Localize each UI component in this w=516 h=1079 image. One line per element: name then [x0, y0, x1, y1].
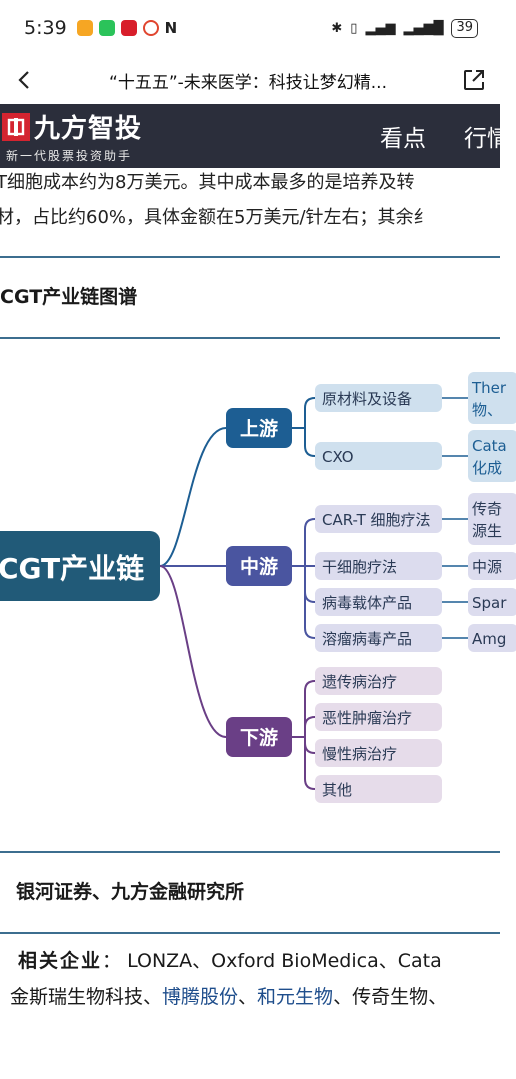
leaf-label: Amg [472, 630, 506, 648]
back-button[interactable] [0, 56, 48, 104]
share-icon [464, 70, 484, 90]
nfc-icon: N [164, 19, 178, 37]
child-node [315, 442, 442, 470]
branch-node-midstream [226, 546, 292, 586]
child-node [315, 552, 442, 580]
source-note: 银河证券、九方金融研究所 [16, 881, 245, 903]
child-label: 遗传病治疗 [322, 673, 397, 691]
article-text-line: 材，占比约60%，具体金额在5万美元/针左右；其余纟 [0, 207, 432, 228]
cgt-industry-chain-diagram: CGT产业链 上游 中游 下游 原材料及设备 CXO CAR-T 细胞疗法 干细… [0, 372, 516, 803]
leaf-label: 源生 [472, 522, 502, 540]
share-button[interactable] [448, 56, 500, 104]
figure-title: CGT产业链图谱 [0, 286, 138, 308]
signal-icon: ▂▄▆█ [403, 20, 444, 36]
connector [442, 397, 468, 639]
leaf-node [468, 372, 516, 424]
weibo-icon [76, 20, 93, 36]
branch-label: 下游 [240, 726, 278, 749]
branch-label: 中游 [240, 555, 278, 578]
netease-icon [120, 20, 137, 36]
logo-mark-icon [2, 112, 30, 141]
back-arrow-icon [18, 71, 29, 89]
child-label: 干细胞疗法 [322, 558, 397, 576]
tab-kandian[interactable]: 看点 [380, 126, 426, 152]
child-label: CXO [322, 448, 354, 466]
connector [292, 680, 316, 790]
wechat-icon [98, 20, 115, 36]
child-node [315, 667, 442, 695]
leaf-node [468, 430, 516, 482]
stock-link-boteng[interactable]: 博腾股份 [162, 986, 239, 1008]
child-node [315, 588, 442, 616]
related-text: 、 [238, 986, 258, 1008]
related-text: 、传奇生物、 [333, 986, 448, 1008]
root-node [0, 531, 160, 601]
child-node [315, 505, 442, 533]
status-time: 5:39 [24, 17, 67, 39]
child-label: 慢性病治疗 [322, 745, 397, 763]
nav-bar: “十五五”-未来医学：科技让梦幻精... [0, 56, 500, 104]
connector [159, 565, 227, 738]
child-node [315, 739, 442, 767]
leaf-label: 化成 [472, 459, 502, 477]
leaf-node [468, 624, 516, 652]
page-title: “十五五”-未来医学：科技让梦幻精... [109, 72, 387, 93]
related-companies: 相关企业： LONZA、Oxford BioMedica、Cata [18, 946, 442, 973]
related-label: 相关企业 [18, 950, 103, 972]
divider [0, 932, 500, 934]
leaf-node [468, 552, 516, 580]
brand-banner: 九方智投 新一代股票投资助手 看点 行情 [0, 104, 510, 168]
child-label: 溶瘤病毒产品 [322, 630, 412, 648]
related-text: LONZA、Oxford BioMedica、Cata [127, 950, 442, 972]
divider [0, 337, 500, 339]
leaf-label: 传奇 [472, 500, 502, 518]
child-node [315, 775, 442, 803]
status-bar: 5:39 N ✱ ▯ ▂▄▆ ▂▄▆█ 39 [0, 0, 500, 56]
bluetooth-icon: ✱ [331, 20, 343, 36]
connector [292, 518, 316, 639]
leaf-node [468, 493, 516, 545]
brand-slogan: 新一代股票投资助手 [6, 149, 133, 163]
branch-node-upstream [226, 408, 292, 448]
search-app-icon [142, 20, 159, 36]
child-label: 其他 [322, 781, 352, 799]
related-text: 金斯瑞生物科技、 [10, 986, 163, 1008]
leaf-node [468, 588, 516, 616]
related-separator: ： [102, 950, 122, 972]
child-label: 原材料及设备 [322, 390, 412, 408]
article-text-line: T细胞成本约为8万美元。其中成本最多的是培养及转 [0, 172, 415, 193]
leaf-label: Cata [472, 437, 507, 455]
connector [292, 397, 316, 457]
signal-icon: ▂▄▆ [365, 20, 396, 36]
child-node [315, 703, 442, 731]
child-node [315, 384, 442, 412]
related-companies-line2: 金斯瑞生物科技、博腾股份、和元生物、传奇生物、 [10, 982, 447, 1009]
leaf-label: 中源 [472, 558, 502, 576]
brand-logo[interactable]: 九方智投 新一代股票投资助手 [2, 108, 142, 164]
child-label: 病毒载体产品 [322, 594, 412, 612]
divider [0, 256, 500, 258]
branch-label: 上游 [240, 417, 278, 440]
child-label: CAR-T 细胞疗法 [322, 511, 431, 529]
child-node [315, 624, 442, 652]
brand-name: 九方智投 [34, 114, 143, 144]
connector [159, 427, 227, 567]
stock-link-heyuan[interactable]: 和元生物 [257, 986, 334, 1008]
tab-hangqing[interactable]: 行情 [464, 126, 510, 152]
divider [0, 851, 500, 853]
leaf-label: Ther [471, 379, 507, 397]
root-node-label: CGT产业链 [0, 552, 144, 585]
leaf-label: 物、 [472, 401, 502, 419]
child-label: 恶性肿瘤治疗 [322, 709, 412, 727]
battery-indicator: 39 [451, 18, 478, 38]
vibrate-icon: ▯ [350, 20, 358, 36]
leaf-label: Spar [472, 594, 507, 612]
branch-node-downstream [226, 717, 292, 757]
